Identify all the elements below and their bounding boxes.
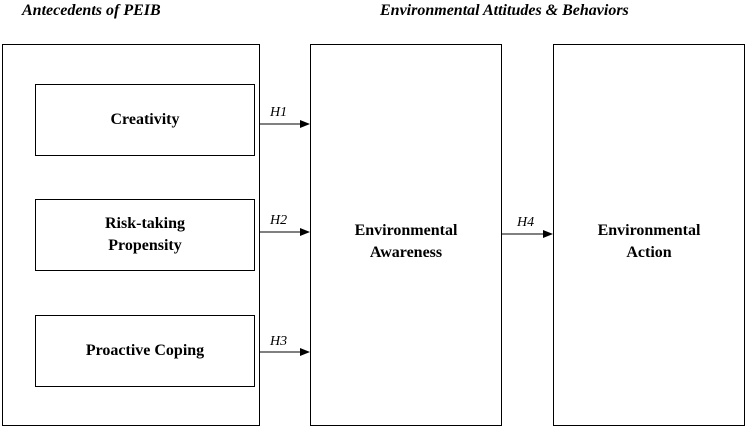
hypothesis-label-h1: H1	[270, 105, 288, 120]
creativity-box: Creativity	[35, 84, 255, 156]
creativity-label: Creativity	[110, 111, 180, 128]
hypothesis-label-h2: H2	[270, 213, 288, 228]
proactive-coping-box: Proactive Coping	[35, 315, 255, 387]
proactive-coping-label: Proactive Coping	[85, 342, 205, 359]
risk-taking-propensity-label: Risk-taking Propensity	[104, 215, 186, 254]
hypothesis-label-h3: H3	[270, 334, 288, 349]
environmental-action-box: Environmental Action	[553, 44, 745, 426]
heading-attitudes-behaviors: Environmental Attitudes & Behaviors	[380, 2, 629, 19]
heading-antecedents: Antecedents of PEIB	[22, 2, 161, 19]
environmental-awareness-label: Environmental Awareness	[354, 222, 458, 261]
environmental-action-label: Environmental Action	[597, 222, 701, 261]
risk-taking-propensity-box: Risk-taking Propensity	[35, 199, 255, 271]
hypothesis-label-h4: H4	[517, 215, 535, 230]
environmental-awareness-box: Environmental Awareness	[310, 44, 502, 426]
